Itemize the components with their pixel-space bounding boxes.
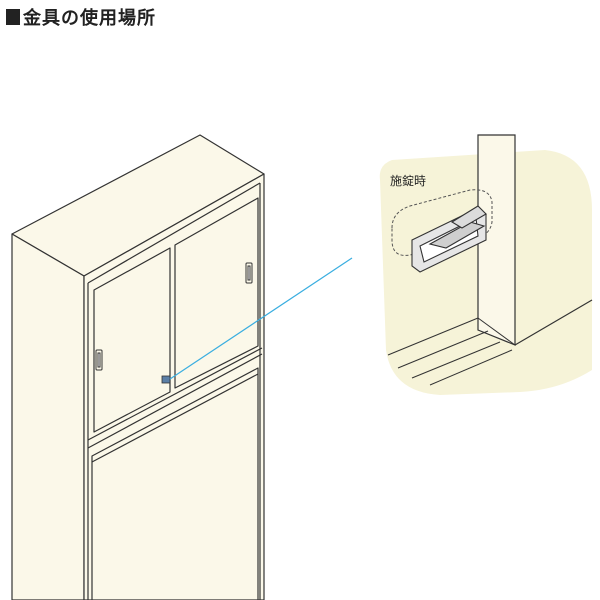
left-sliding-door	[93, 247, 171, 433]
cabinet	[11, 134, 265, 600]
cabinet-lower-section	[91, 367, 259, 600]
cabinet-side-face	[11, 233, 85, 600]
callout-bubble	[379, 134, 593, 395]
door-handles	[95, 262, 253, 371]
page-title: 金具の使用場所	[23, 8, 156, 29]
lock-fitting-marker	[161, 375, 171, 384]
page-heading: 金具の使用場所	[6, 4, 156, 30]
latch-fitting-icon	[411, 205, 487, 273]
right-sliding-door	[174, 197, 259, 389]
callout-pointer-line	[169, 257, 353, 380]
locked-state-label: 施錠時	[390, 174, 427, 188]
heading-square-icon	[6, 9, 20, 25]
